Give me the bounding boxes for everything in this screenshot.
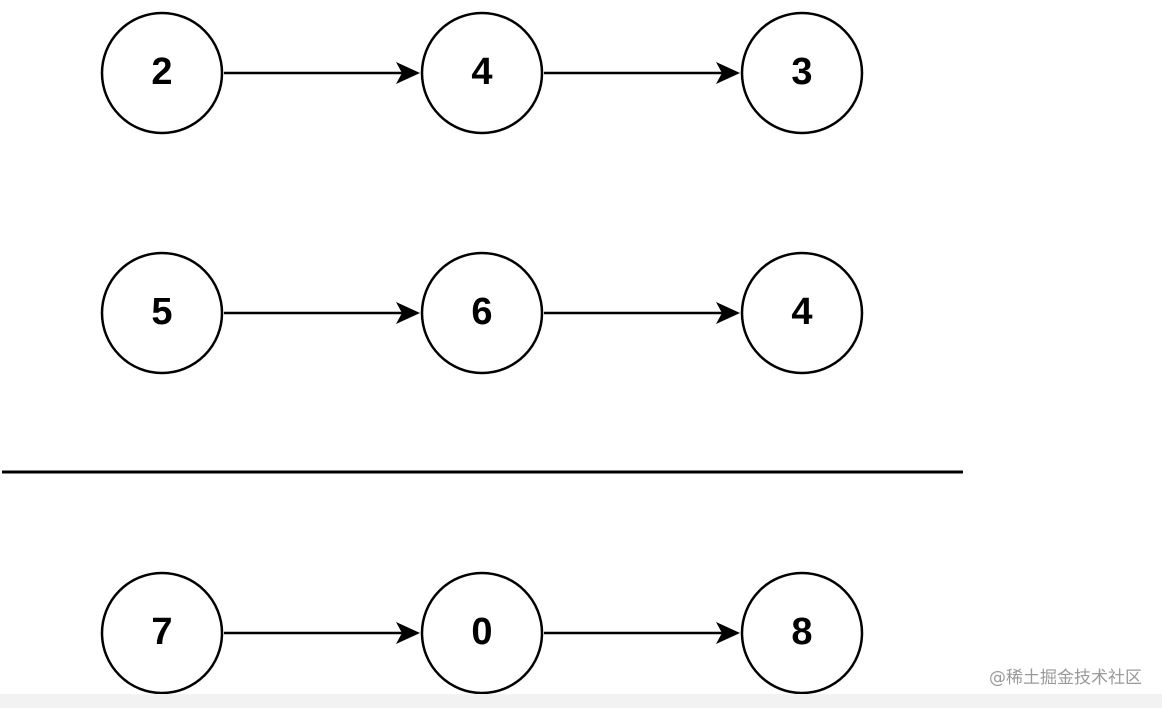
list-node: 3: [740, 11, 864, 135]
node-circle: [100, 571, 224, 695]
arrow-head: [716, 62, 740, 84]
list-node: 0: [420, 571, 544, 695]
list-node: 2: [100, 11, 224, 135]
node-value: 8: [791, 611, 812, 653]
node-value: 6: [471, 291, 492, 333]
list-row-second-number: 5 6 4: [100, 251, 864, 375]
list-node: 4: [740, 251, 864, 375]
node-value: 7: [151, 611, 172, 653]
node-circle: [740, 11, 864, 135]
node-value: 2: [151, 51, 172, 93]
list-node: 4: [420, 11, 544, 135]
node-value: 4: [471, 51, 492, 93]
list-node: 7: [100, 571, 224, 695]
bottom-band: [0, 694, 1162, 708]
arrow-head: [396, 62, 420, 84]
node-circle: [420, 571, 544, 695]
node-value: 5: [151, 291, 172, 333]
node-circle: [100, 251, 224, 375]
node-circle: [740, 571, 864, 695]
arrow-head: [396, 622, 420, 644]
list-node: 8: [740, 571, 864, 695]
node-circle: [100, 11, 224, 135]
watermark: @稀土掘金技术社区: [989, 668, 1142, 688]
list-row-result: 7 0 8: [100, 571, 864, 695]
arrow-head: [716, 622, 740, 644]
node-circle: [740, 251, 864, 375]
node-value: 3: [791, 51, 812, 93]
node-value: 0: [471, 611, 492, 653]
node-value: 4: [791, 291, 812, 333]
list-row-first-number: 2 4 3: [100, 11, 864, 135]
node-circle: [420, 11, 544, 135]
node-circle: [420, 251, 544, 375]
arrow-head: [716, 302, 740, 324]
arrow-head: [396, 302, 420, 324]
list-node: 6: [420, 251, 544, 375]
list-node: 5: [100, 251, 224, 375]
